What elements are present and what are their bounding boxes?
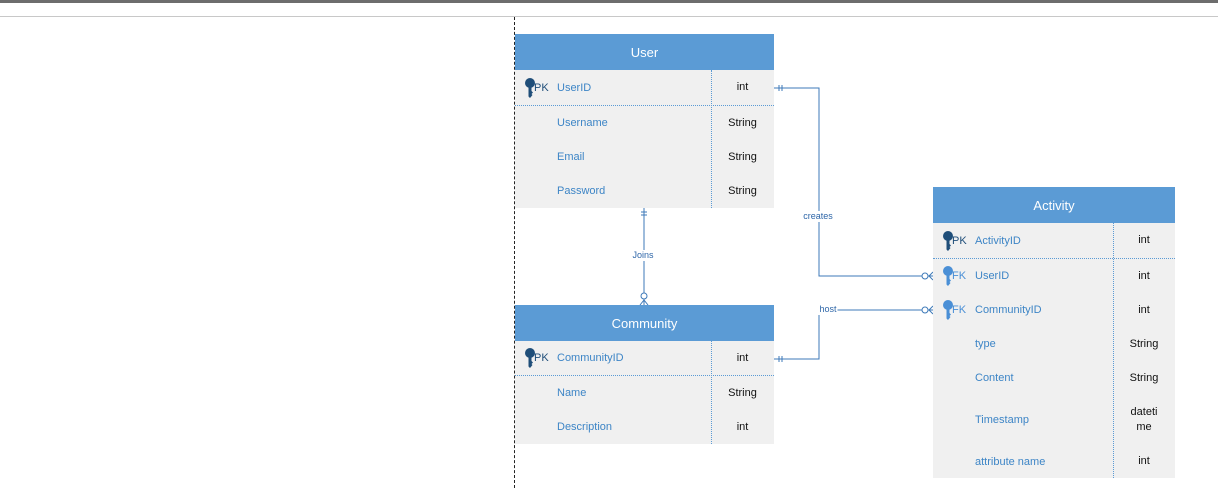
- attribute-name: Email: [557, 151, 585, 163]
- ruler-line: [0, 16, 1218, 17]
- key-icon: [525, 77, 535, 98]
- activity-attribute-row[interactable]: type String: [933, 327, 1175, 361]
- pk-marker: PK: [952, 234, 967, 247]
- attribute-type: dateti me: [1130, 406, 1158, 433]
- key-icon: [943, 230, 953, 251]
- attribute-name: UserID: [557, 81, 592, 94]
- community-attribute-row[interactable]: Name String: [515, 376, 774, 410]
- community-attribute-row[interactable]: Description int: [515, 410, 774, 444]
- host-connector: [774, 309, 933, 360]
- attribute-type: String: [728, 386, 757, 399]
- activity-attribute-row[interactable]: Content String: [933, 361, 1175, 395]
- fk-marker: FK: [952, 270, 967, 282]
- community-attribute-row[interactable]: PK CommunityID int: [515, 341, 774, 376]
- key-cell: [933, 395, 975, 445]
- activity-attribute-row[interactable]: PK ActivityID int: [933, 223, 1175, 259]
- key-cell: [515, 106, 557, 140]
- creates-connector: [774, 87, 933, 277]
- attribute-name: Description: [557, 421, 613, 433]
- user-entity-title[interactable]: User: [515, 34, 774, 70]
- host-label: host: [818, 304, 838, 315]
- user-attribute-row[interactable]: Password String: [515, 174, 774, 208]
- page-break-line: [514, 17, 515, 488]
- user-attribute-row[interactable]: Username String: [515, 106, 774, 140]
- attribute-type: String: [1129, 371, 1159, 384]
- attribute-type: int: [736, 81, 749, 93]
- user-type-divider: [711, 70, 712, 208]
- creates-label: creates: [802, 211, 834, 222]
- attribute-type: int: [1138, 234, 1150, 246]
- joins-zero-mark: [640, 292, 648, 300]
- attribute-name: Timestamp: [975, 414, 1029, 426]
- attribute-type: String: [728, 150, 757, 163]
- attribute-type: int: [1138, 303, 1150, 316]
- attribute-name: Name: [557, 387, 587, 399]
- community-type-divider: [711, 341, 712, 444]
- attribute-type: String: [728, 116, 757, 129]
- host-zero-mark: [921, 306, 929, 314]
- key-icon: [525, 348, 535, 368]
- activity-attribute-row[interactable]: FK UserID int: [933, 259, 1175, 293]
- top-border: [0, 0, 1218, 3]
- attribute-name: ActivityID: [975, 234, 1021, 247]
- key-cell: PK: [933, 223, 975, 258]
- key-cell: [933, 361, 975, 395]
- activity-entity-title[interactable]: Activity: [933, 187, 1175, 223]
- attribute-name: CommunityID: [557, 352, 624, 364]
- community-entity-title[interactable]: Community: [515, 305, 774, 341]
- key-cell: [515, 410, 557, 444]
- attribute-name: type: [975, 338, 996, 350]
- fk-marker: FK: [952, 304, 967, 316]
- attribute-type: String: [728, 184, 757, 197]
- attribute-name: Password: [557, 185, 606, 197]
- attribute-name: Content: [975, 372, 1014, 384]
- activity-attribute-row[interactable]: FK CommunityID int: [933, 293, 1175, 327]
- attribute-type: int: [736, 351, 749, 364]
- attribute-name: CommunityID: [975, 304, 1042, 316]
- key-icon: [943, 266, 953, 286]
- activity-attribute-row[interactable]: Timestamp dateti me: [933, 395, 1175, 445]
- key-cell: [933, 327, 975, 361]
- joins-label: Joins: [631, 250, 655, 261]
- attribute-type: String: [1129, 337, 1159, 350]
- key-cell: [515, 174, 557, 208]
- activity-type-divider: [1113, 223, 1114, 478]
- attribute-type: int: [736, 420, 749, 433]
- attribute-name: attribute name: [975, 455, 1046, 468]
- user-attribute-row[interactable]: PK UserID int: [515, 70, 774, 106]
- attribute-type: int: [1138, 455, 1150, 467]
- attribute-type: int: [1138, 269, 1150, 282]
- activity-attribute-row[interactable]: attribute name int: [933, 445, 1175, 478]
- key-cell: [933, 445, 975, 478]
- key-cell: FK: [933, 293, 975, 327]
- attribute-name: UserID: [975, 270, 1010, 282]
- key-cell: PK: [515, 341, 557, 375]
- key-cell: PK: [515, 70, 557, 105]
- key-icon: [943, 300, 953, 320]
- key-cell: [515, 140, 557, 174]
- pk-marker: PK: [534, 352, 549, 364]
- user-attribute-row[interactable]: Email String: [515, 140, 774, 174]
- creates-zero-mark: [921, 272, 929, 280]
- key-cell: [515, 376, 557, 410]
- pk-marker: PK: [534, 81, 549, 94]
- key-cell: FK: [933, 259, 975, 293]
- attribute-name: Username: [557, 117, 608, 129]
